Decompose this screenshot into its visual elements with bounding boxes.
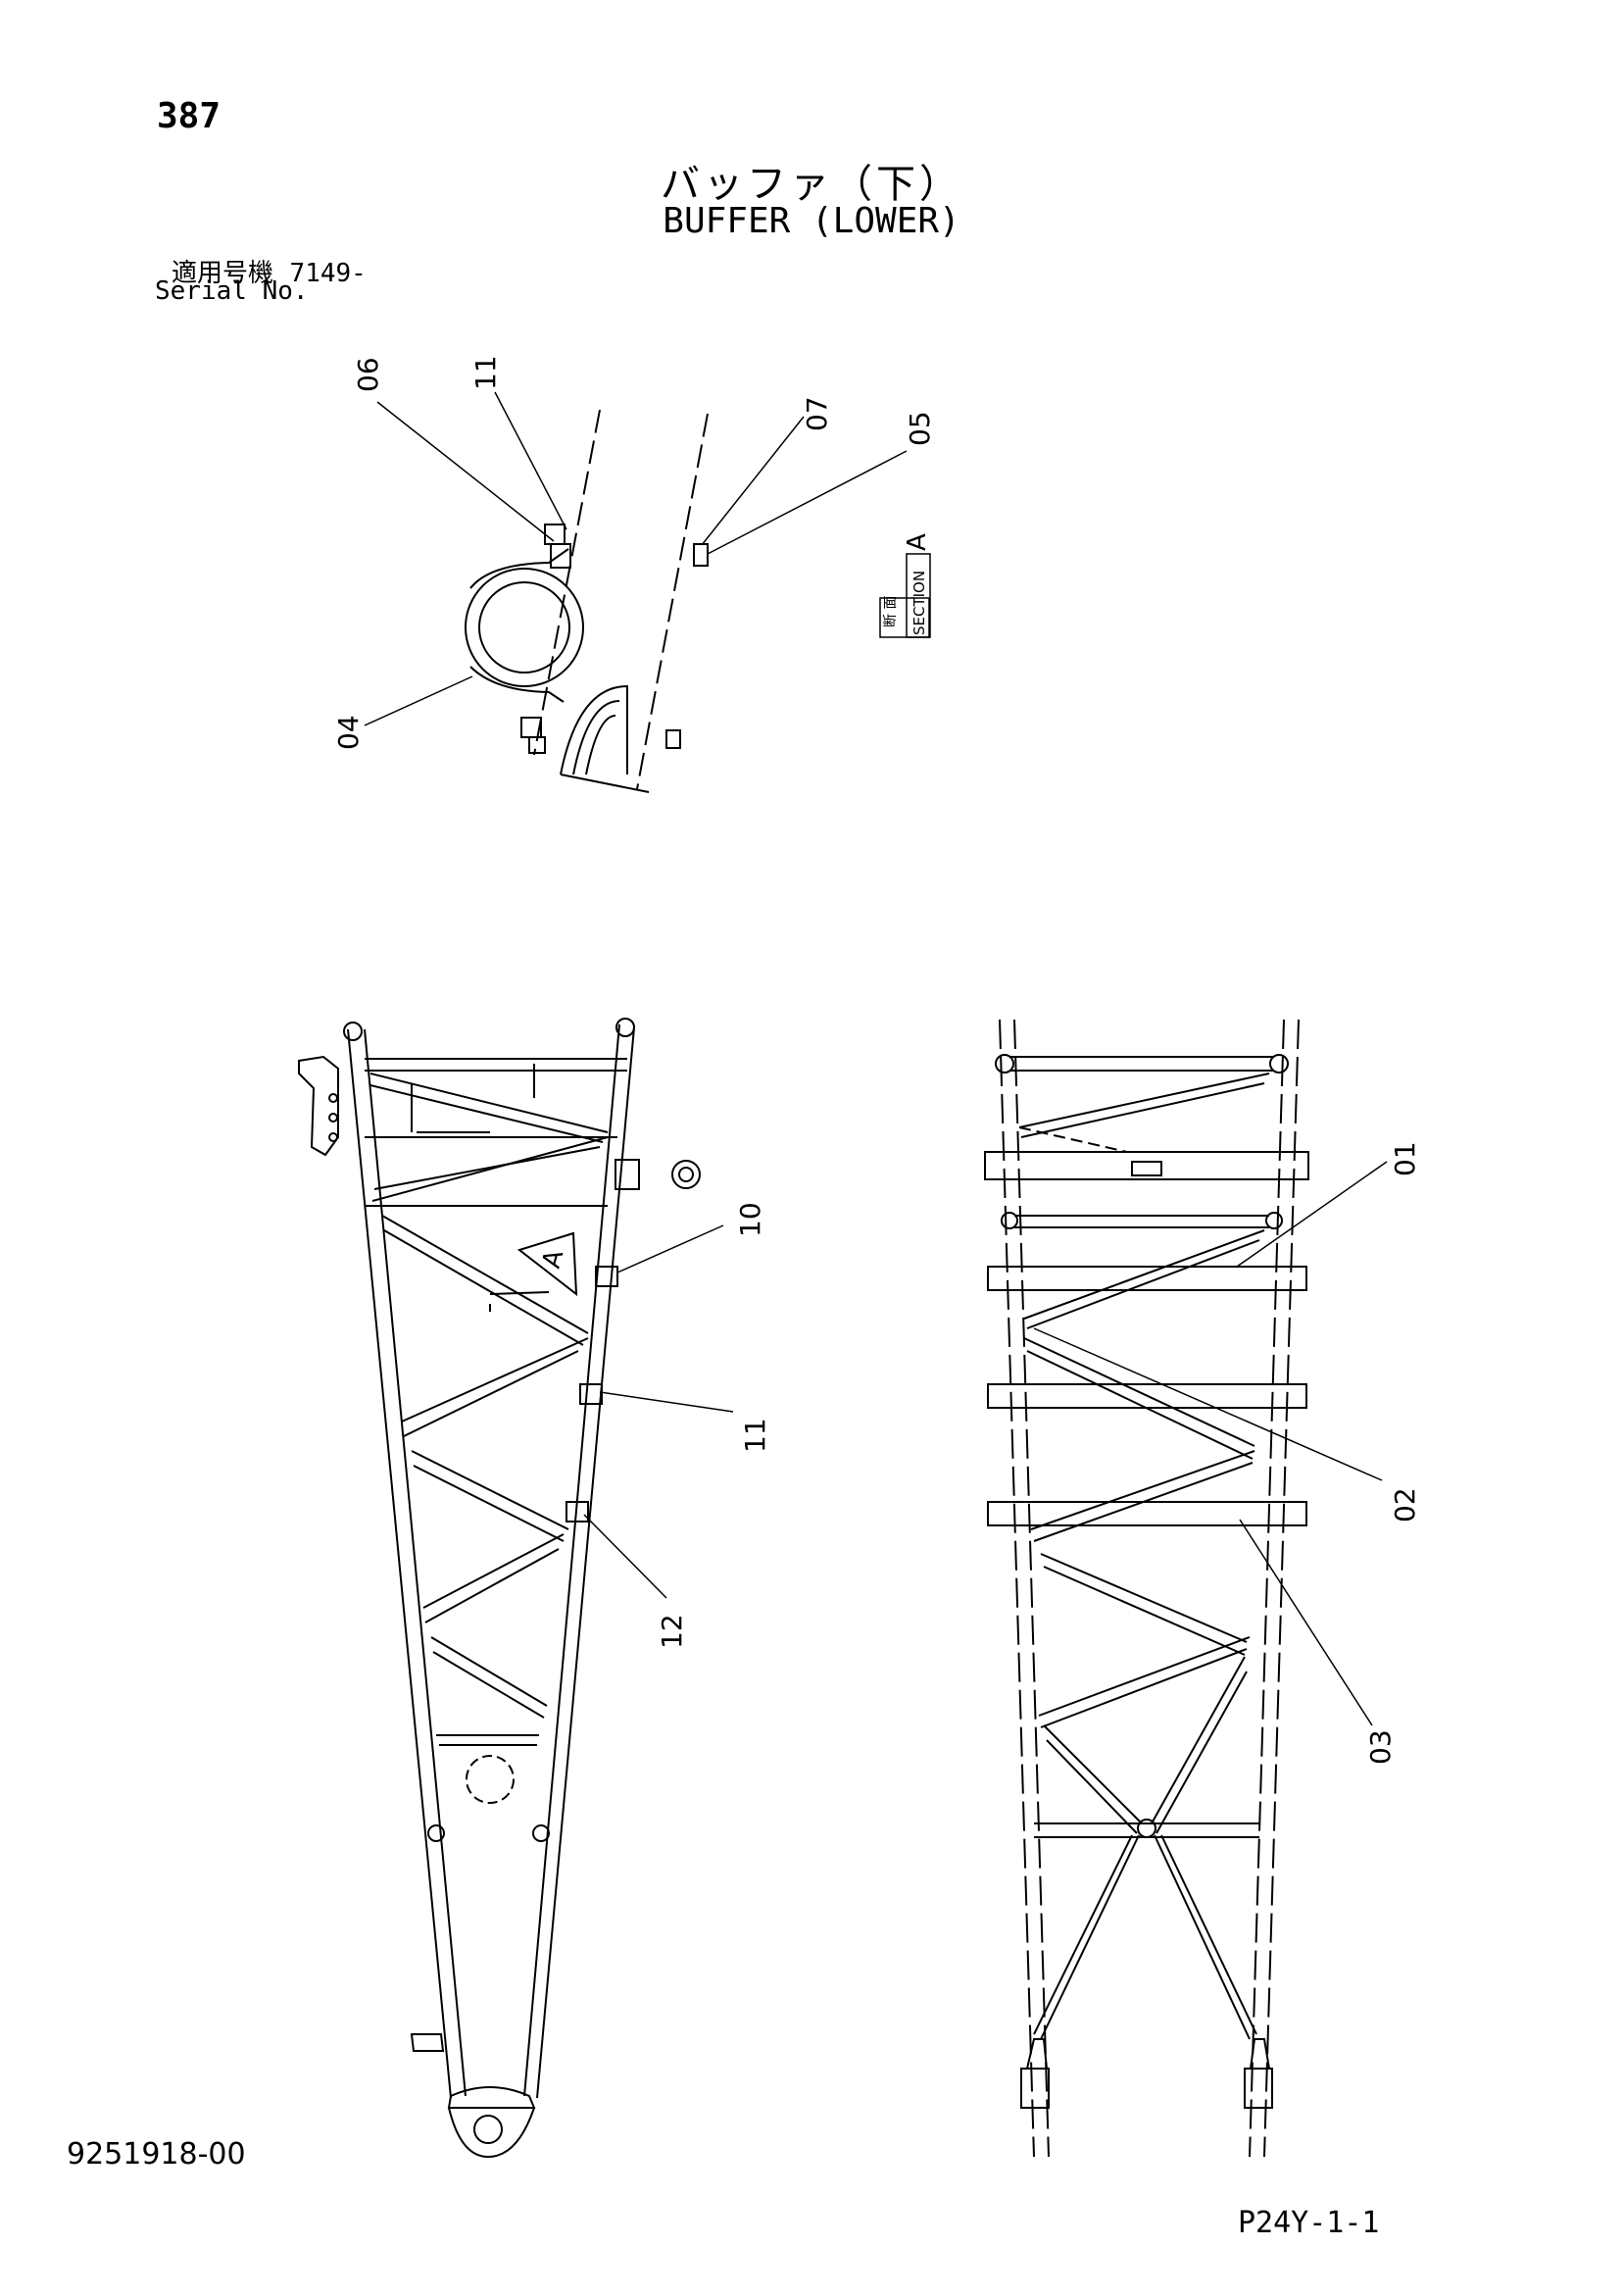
title-japanese: バッファ（下） bbox=[661, 162, 962, 207]
title-english: BUFFER (LOWER) bbox=[663, 201, 960, 241]
callout-06: 06 bbox=[352, 357, 384, 392]
serial-label: 適用号機 bbox=[172, 259, 274, 288]
callout-03: 03 bbox=[1364, 1729, 1397, 1765]
callout-11: 11 bbox=[739, 1418, 771, 1453]
serial-value: 7149- bbox=[289, 259, 367, 288]
lightening-hole bbox=[466, 1755, 515, 1804]
pad-03 bbox=[987, 1501, 1307, 1526]
foot-pin bbox=[473, 2115, 503, 2144]
page-number: 387 bbox=[157, 96, 221, 136]
page-code: P24Y-1-1 bbox=[1238, 2206, 1380, 2240]
pad-upper bbox=[987, 1266, 1307, 1291]
section-label-en: SECTION bbox=[910, 571, 928, 635]
callout-12: 12 bbox=[656, 1614, 688, 1649]
buffer-ring-inner bbox=[478, 581, 570, 674]
callout-01: 01 bbox=[1389, 1141, 1421, 1176]
top-pin-left bbox=[343, 1022, 363, 1041]
lacing-node bbox=[1137, 1819, 1156, 1838]
clamp-11 bbox=[579, 1383, 603, 1405]
callout-10: 10 bbox=[734, 1202, 766, 1237]
foot-right bbox=[1244, 2068, 1273, 2109]
pad-01 bbox=[984, 1151, 1309, 1180]
callout-05: 05 bbox=[904, 411, 936, 446]
clamp-10 bbox=[595, 1266, 618, 1287]
section-letter: A bbox=[903, 533, 932, 551]
serial-label-english: Serial No. bbox=[155, 276, 309, 306]
callout-04: 04 bbox=[332, 715, 365, 750]
buffer-ring-outer bbox=[465, 568, 584, 687]
clamp-12 bbox=[566, 1501, 589, 1522]
boom-top-view: 01 02 03 bbox=[984, 1019, 1421, 2158]
section-a-detail: 断 面 SECTION A 06 11 07 05 04 bbox=[332, 355, 936, 793]
side-buffer-ring bbox=[671, 1160, 701, 1189]
boom-side-view: A 10 11 12 bbox=[298, 1018, 771, 2159]
document-number: 9251918-00 bbox=[67, 2137, 246, 2171]
section-label-jp: 断 面 bbox=[883, 596, 899, 627]
top-pin-right bbox=[615, 1018, 635, 1037]
bolt-upper bbox=[544, 524, 566, 545]
foot-left bbox=[1020, 2068, 1050, 2109]
callout-07: 07 bbox=[801, 396, 833, 431]
callout-08: 11 bbox=[469, 355, 502, 390]
serial-label-japanese: 適用号機 7149- bbox=[172, 253, 367, 289]
view-arrow bbox=[516, 1231, 578, 1297]
callout-02: 02 bbox=[1389, 1487, 1421, 1522]
bolt-right bbox=[693, 543, 709, 567]
